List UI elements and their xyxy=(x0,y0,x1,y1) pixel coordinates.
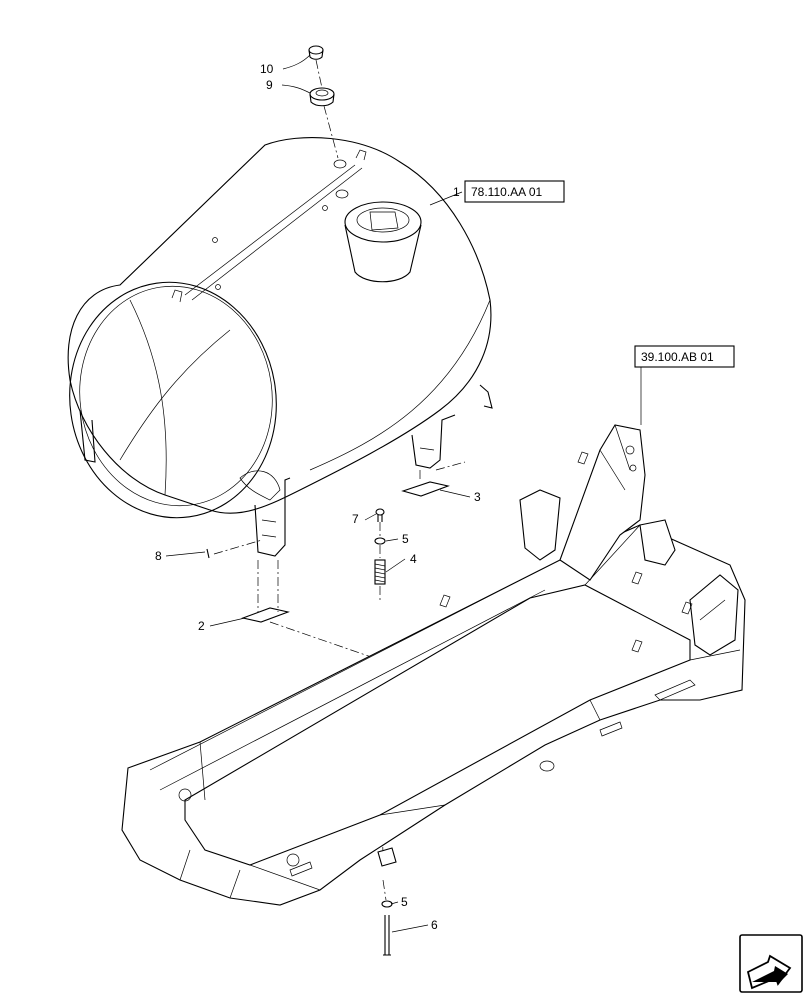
washer-5-upper xyxy=(374,537,386,545)
frame-ref-box xyxy=(634,345,735,368)
callout-8: 8 xyxy=(155,549,162,563)
bolt-7 xyxy=(375,508,385,522)
spring-4 xyxy=(374,559,386,585)
tank-cap xyxy=(308,45,324,60)
hydraulic-tank xyxy=(67,137,493,557)
callout-1: 1 xyxy=(453,185,460,199)
next-page-arrow-icon[interactable] xyxy=(739,934,803,993)
callout-3: 3 xyxy=(474,490,481,504)
chassis-frame xyxy=(121,424,746,956)
frame-ref-label[interactable]: 39.100.AB 01 xyxy=(641,350,714,364)
tank-ref-box xyxy=(464,180,565,203)
callout-5-upper: 5 xyxy=(402,532,409,546)
callout-5-lower: 5 xyxy=(401,895,408,909)
pad-3 xyxy=(401,481,450,497)
callout-10: 10 xyxy=(260,62,274,76)
pin-8 xyxy=(206,548,210,559)
callout-9: 9 xyxy=(266,78,273,92)
callout-7: 7 xyxy=(352,512,359,526)
breather-fitting xyxy=(309,87,335,107)
pad-2 xyxy=(241,607,290,623)
bolt-6 xyxy=(383,915,391,956)
tank-ref-label[interactable]: 78.110.AA 01 xyxy=(471,185,543,199)
washer-5-lower xyxy=(381,900,393,908)
callout-6: 6 xyxy=(431,918,438,932)
callout-4: 4 xyxy=(410,552,417,566)
callout-2: 2 xyxy=(198,619,205,633)
